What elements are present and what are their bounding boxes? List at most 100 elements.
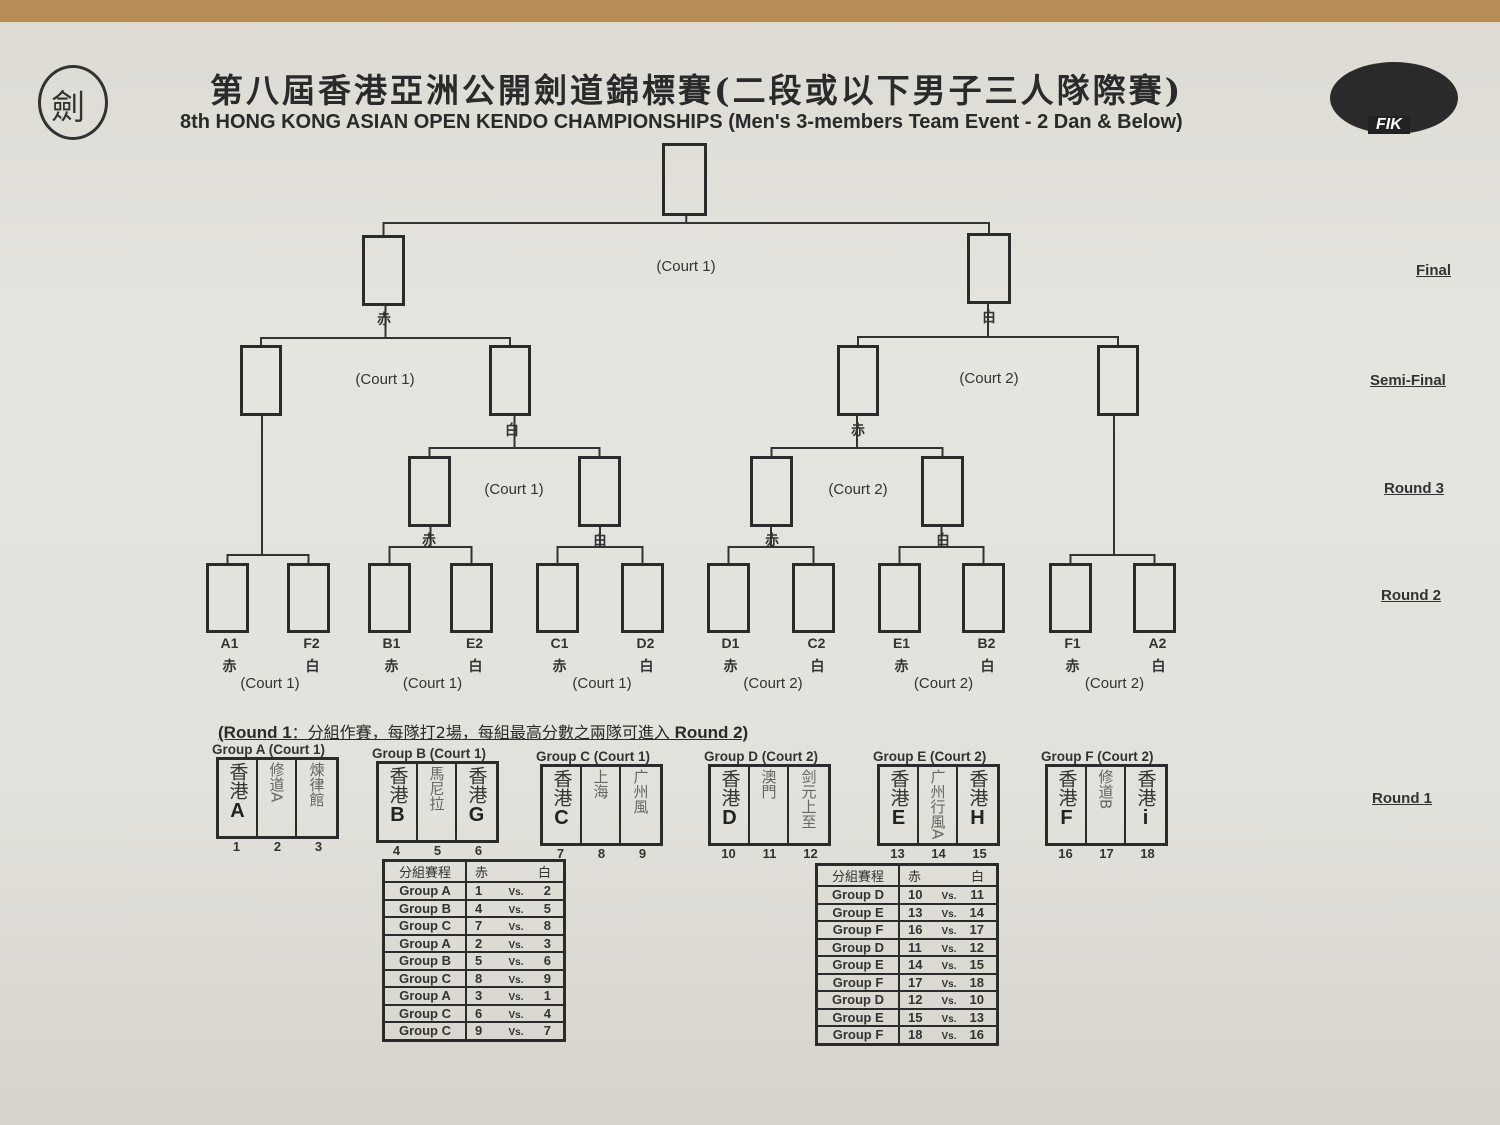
team-name: 广州風 [631, 769, 650, 814]
schedule-group: Group C [382, 968, 467, 988]
team-name: 香港 [386, 766, 409, 804]
team-name: 香港 [550, 769, 573, 807]
round2-box-a2[interactable] [1133, 563, 1176, 633]
header-white: 白 [970, 870, 984, 885]
team-letter: E [891, 807, 906, 829]
red-team-number: 2 [475, 935, 483, 951]
semi-final-box[interactable] [240, 345, 282, 416]
red-team-number: 11 [908, 939, 922, 955]
round2-box-f1[interactable] [1049, 563, 1092, 633]
logo-sword-glyph: 劍 [51, 88, 85, 128]
final-white-box[interactable] [967, 233, 1011, 304]
group-title: Group C (Court 1) [536, 749, 650, 764]
vs-label: Vs. [941, 961, 957, 973]
schedule-header-group: 分組賽程 [815, 863, 900, 887]
final-red-box[interactable] [362, 235, 405, 306]
team-cell[interactable]: 修道A [258, 760, 297, 836]
schedule-group: Group A [382, 986, 467, 1006]
team-letter: B [390, 804, 405, 826]
red-team-number: 10 [908, 887, 923, 903]
team-cell[interactable]: 修道B [1087, 767, 1126, 843]
schedule-group: Group F [815, 920, 900, 940]
team-name: 上海 [591, 769, 610, 799]
round3-box[interactable] [408, 456, 451, 527]
vs-label: Vs. [941, 1031, 957, 1043]
white-team-number: 1 [543, 988, 551, 1004]
semi-final-box[interactable] [1097, 345, 1139, 416]
team-name: 煉律館 [307, 762, 326, 807]
team-number: 17 [1099, 846, 1114, 861]
round2-box-b1[interactable] [368, 563, 411, 633]
team-letter: C [554, 807, 569, 829]
round2-box-f2[interactable] [287, 563, 330, 633]
round2-slot-label: B2 [977, 635, 996, 651]
red-team-number: 18 [908, 1027, 923, 1043]
title-english: 8th HONG KONG ASIAN OPEN KENDO CHAMPIONS… [180, 111, 1183, 133]
round2-box-a1[interactable] [206, 563, 249, 633]
team-name: 香港 [718, 769, 741, 807]
semi-final-box[interactable] [837, 345, 879, 416]
team-cell[interactable]: 剑元上至 [789, 767, 828, 843]
round2-slot-label: A1 [220, 635, 239, 651]
semi-court-label: (Court 2) [959, 370, 1019, 387]
round2-slot-label: C1 [550, 635, 569, 651]
vs-label: Vs. [508, 1027, 524, 1039]
round3-box[interactable] [921, 456, 964, 527]
round2-box-e1[interactable] [878, 563, 921, 633]
team-cell[interactable]: 馬尼拉 [418, 764, 457, 840]
white-team-number: 5 [543, 900, 551, 916]
round2-box-b2[interactable] [962, 563, 1005, 633]
round2-court-label: (Court 2) [743, 675, 803, 692]
round2-box-d1[interactable] [707, 563, 750, 633]
team-cell[interactable]: 煉律館 [297, 760, 336, 836]
team-name: 修道A [267, 762, 286, 803]
round-label-round2: Round 2 [1381, 587, 1441, 604]
team-letter: i [1142, 807, 1149, 829]
semi-final-box[interactable] [489, 345, 531, 416]
bracket-connector [388, 527, 473, 563]
team-name: 香港 [1134, 769, 1157, 807]
header-white: 白 [537, 866, 551, 881]
bracket-connector [1069, 416, 1156, 563]
semi-court-label: (Court 1) [355, 371, 415, 388]
round2-box-d2[interactable] [621, 563, 664, 633]
team-number: 1 [232, 839, 241, 854]
round3-box[interactable] [578, 456, 621, 527]
white-team-number: 4 [543, 1005, 551, 1021]
round2-red-label: 赤 [1065, 658, 1080, 674]
round-label-semi-final: Semi-Final [1370, 372, 1446, 389]
round3-box[interactable] [750, 456, 793, 527]
round2-box-e2[interactable] [450, 563, 493, 633]
final-box[interactable] [662, 143, 707, 216]
round2-white-label: 白 [1151, 658, 1166, 674]
round2-box-c2[interactable] [792, 563, 835, 633]
round3-red-label: 赤 [765, 532, 779, 548]
round2-box-c1[interactable] [536, 563, 579, 633]
team-cell[interactable]: 澳門 [750, 767, 789, 843]
team-cell[interactable]: 广州風 [621, 767, 660, 843]
round2-slot-label: A2 [1148, 635, 1167, 651]
team-letter: A [230, 800, 245, 822]
team-cell[interactable]: 上海 [582, 767, 621, 843]
team-number: 9 [638, 846, 647, 861]
team-cell[interactable]: 广州行風A [919, 767, 958, 843]
